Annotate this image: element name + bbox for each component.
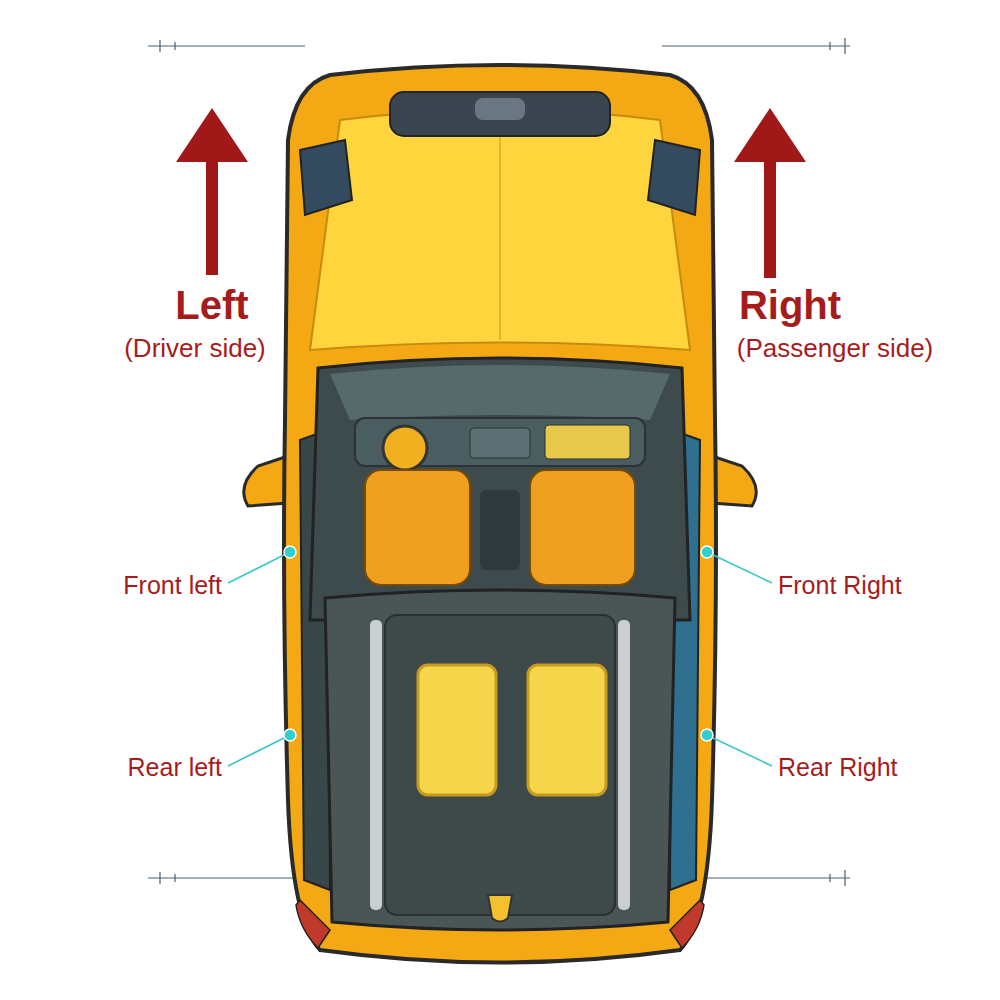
door-label: Rear Right (778, 753, 898, 782)
car-body (284, 65, 716, 963)
roof (325, 590, 675, 930)
windshield (330, 365, 670, 420)
seat (365, 470, 470, 585)
door-label: Rear left (128, 753, 222, 782)
tail-light (296, 900, 330, 948)
roof-rail (370, 620, 382, 910)
seat (530, 470, 635, 585)
grille (390, 92, 610, 136)
door-label: Front left (123, 571, 222, 600)
side-note: (Passenger side) (737, 334, 934, 364)
side-label: Right (739, 282, 841, 328)
side-label: Left (175, 282, 248, 328)
roof-rail (618, 620, 630, 910)
sunroof (528, 665, 606, 795)
sunroof (418, 665, 496, 795)
hood (310, 110, 690, 350)
rear-spoiler (488, 895, 512, 922)
headlight (300, 140, 352, 215)
side-note: (Driver side) (124, 334, 266, 364)
door-handle-dots (284, 546, 713, 741)
headlight (648, 140, 700, 215)
steering-wheel (383, 426, 427, 470)
door-label: Front Right (778, 571, 902, 600)
tail-light (670, 900, 704, 948)
cabin (310, 358, 690, 620)
leader-lines (228, 554, 772, 766)
